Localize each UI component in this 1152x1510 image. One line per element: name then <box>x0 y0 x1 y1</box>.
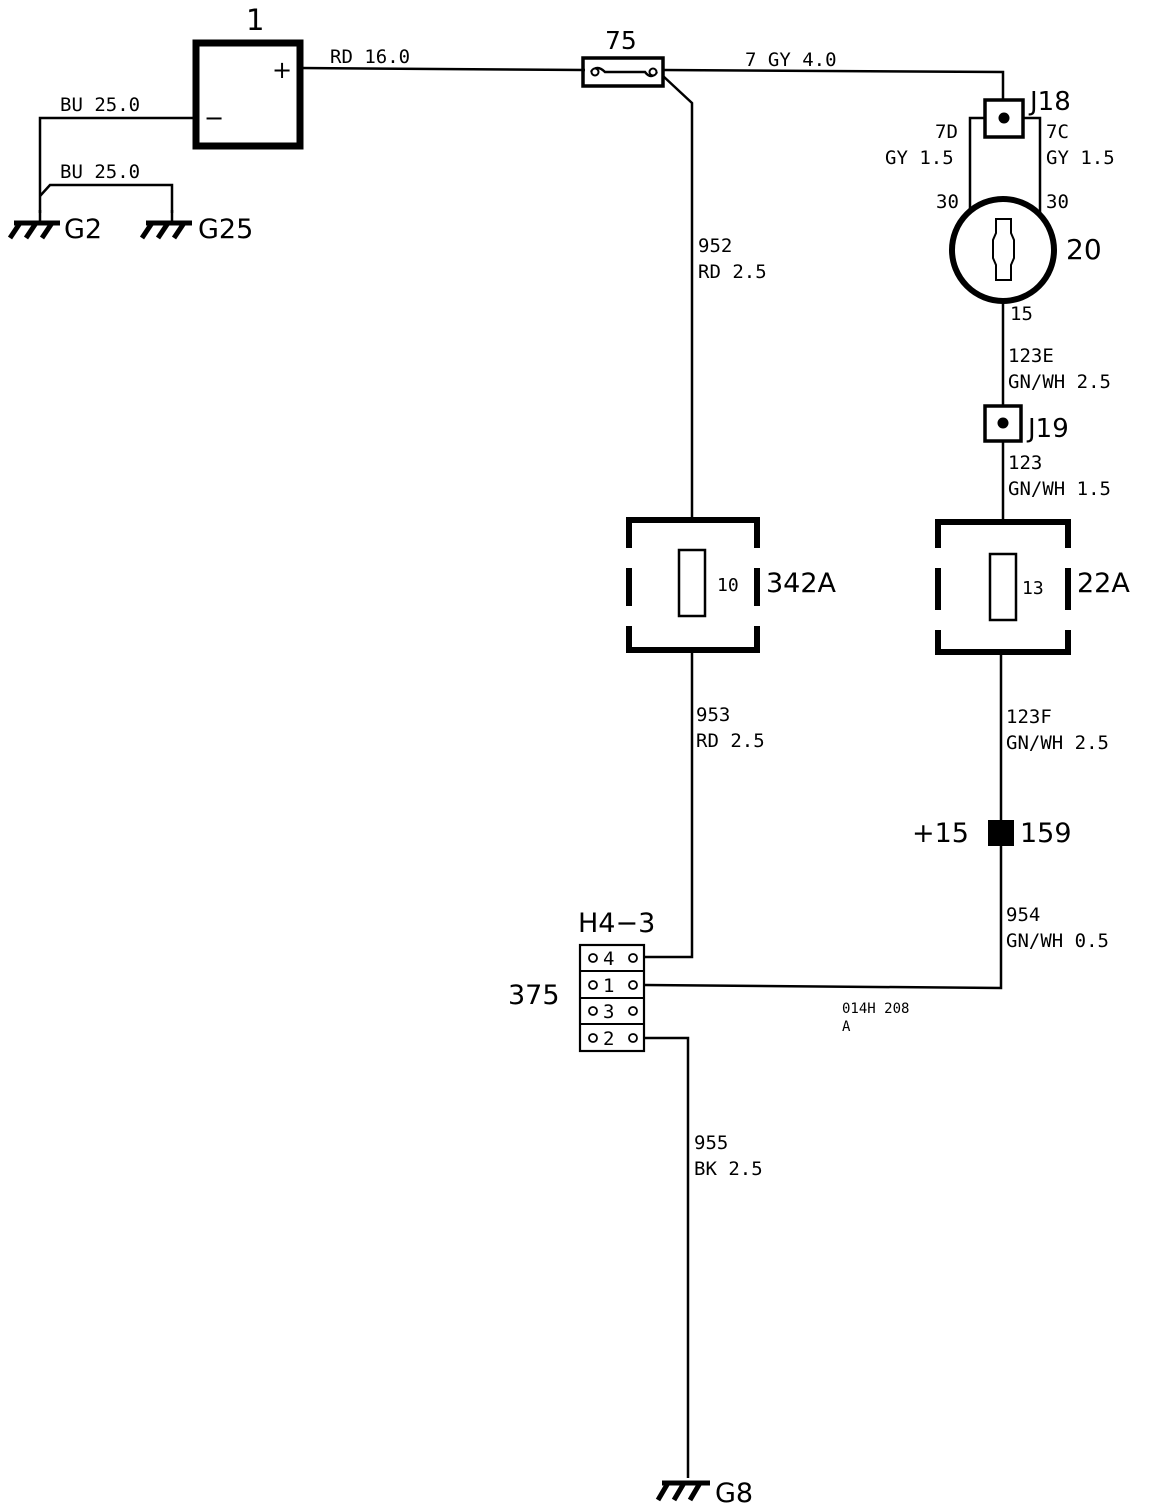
wire-954 <box>644 846 1003 990</box>
junction-j18[interactable] <box>983 98 1025 139</box>
ground-g2-label: G2 <box>64 214 102 245</box>
reference-code: 014H 208 <box>842 1001 909 1017</box>
pin-1-label: 1 <box>603 975 614 997</box>
wire-fuse-to-j18-label: 7 GY 4.0 <box>745 49 837 71</box>
pin-3-label: 3 <box>603 1001 614 1023</box>
wire-battery-negative <box>38 116 196 213</box>
wire-953 <box>645 650 694 959</box>
switch-pin-30-left: 30 <box>936 191 959 213</box>
wire-952-spec: RD 2.5 <box>698 261 767 283</box>
wire-955 <box>645 1036 690 1478</box>
wire-952 <box>662 75 694 522</box>
pin-4-label: 4 <box>603 948 614 970</box>
junction-j18-label: J18 <box>1028 87 1071 117</box>
ground-g8-label: G8 <box>715 1478 753 1509</box>
connector-pin-2[interactable]: 2 <box>588 1028 638 1050</box>
pin-2-label: 2 <box>603 1028 614 1050</box>
wire-7c <box>1023 116 1042 214</box>
fuse-22a[interactable]: 13 <box>935 519 1071 655</box>
wire-7c-num: 7C <box>1046 121 1069 143</box>
wire-fuse-to-j18 <box>662 68 1005 100</box>
connector-pin-3[interactable]: 3 <box>588 1001 638 1023</box>
wire-953-spec: RD 2.5 <box>696 730 765 752</box>
wire-7d <box>968 116 985 214</box>
fuse-342a-id: 342A <box>766 568 837 599</box>
ignition-switch-id: 20 <box>1066 233 1102 266</box>
fuse-22a-rating: 13 <box>1022 578 1044 599</box>
junction-j19[interactable] <box>983 404 1023 443</box>
wire-955-num: 955 <box>694 1132 728 1154</box>
connector-name: H4−3 <box>578 908 655 939</box>
ground-g2-symbol <box>7 210 60 240</box>
fuse-342a[interactable]: 10 <box>626 517 760 653</box>
wire-7c-spec: GY 1.5 <box>1046 147 1115 169</box>
wire-battery-negative-label: BU 25.0 <box>60 94 140 116</box>
wire-954-spec: GN/WH 0.5 <box>1006 930 1109 952</box>
battery-id: 1 <box>246 3 264 37</box>
ground-g25-symbol <box>139 210 192 240</box>
connector-pin-1[interactable]: 1 <box>588 975 638 997</box>
switch-pin-15: 15 <box>1010 303 1033 325</box>
wire-955-spec: BK 2.5 <box>694 1158 763 1180</box>
wire-954-num: 954 <box>1006 904 1040 926</box>
wire-ground-link <box>39 183 174 213</box>
wire-123f-num: 123F <box>1006 706 1052 728</box>
ground-g25-label: G25 <box>198 214 253 245</box>
wire-123-num: 123 <box>1008 452 1042 474</box>
connector-id: 375 <box>508 980 560 1011</box>
connector-pin-4[interactable]: 4 <box>588 948 638 970</box>
reference-rev: A <box>842 1019 851 1035</box>
fuse-22a-id: 22A <box>1077 568 1130 599</box>
fuse-75-id: 75 <box>605 26 637 55</box>
fuse-342a-rating: 10 <box>717 575 739 596</box>
wire-7d-num: 7D <box>935 121 958 143</box>
splice-159-signal: +15 <box>912 818 969 849</box>
wire-123-spec: GN/WH 1.5 <box>1008 478 1111 500</box>
ignition-switch-20[interactable] <box>949 196 1057 304</box>
ground-g8-symbol <box>655 1480 710 1502</box>
splice-159-id: 159 <box>1020 818 1072 849</box>
junction-j19-label: J19 <box>1026 414 1069 444</box>
battery-plus-terminal: + <box>272 56 292 84</box>
battery[interactable]: 1 + − <box>192 3 304 150</box>
wire-952-num: 952 <box>698 235 732 257</box>
fuse-75[interactable]: 75 <box>581 26 665 88</box>
wire-123e-spec: GN/WH 2.5 <box>1008 371 1111 393</box>
wire-123f-spec: GN/WH 2.5 <box>1006 732 1109 754</box>
splice-159[interactable] <box>988 820 1014 846</box>
switch-pin-30-right: 30 <box>1046 191 1069 213</box>
wire-953-num: 953 <box>696 704 730 726</box>
connector-375[interactable]: 4 1 3 2 <box>578 943 646 1053</box>
wire-ground-link-label: BU 25.0 <box>60 161 140 183</box>
wire-battery-positive-label: RD 16.0 <box>330 46 410 68</box>
wire-123e-num: 123E <box>1008 345 1054 367</box>
battery-minus-terminal: − <box>204 104 224 132</box>
wire-7d-spec: GY 1.5 <box>885 147 954 169</box>
wire-battery-positive <box>299 66 586 72</box>
